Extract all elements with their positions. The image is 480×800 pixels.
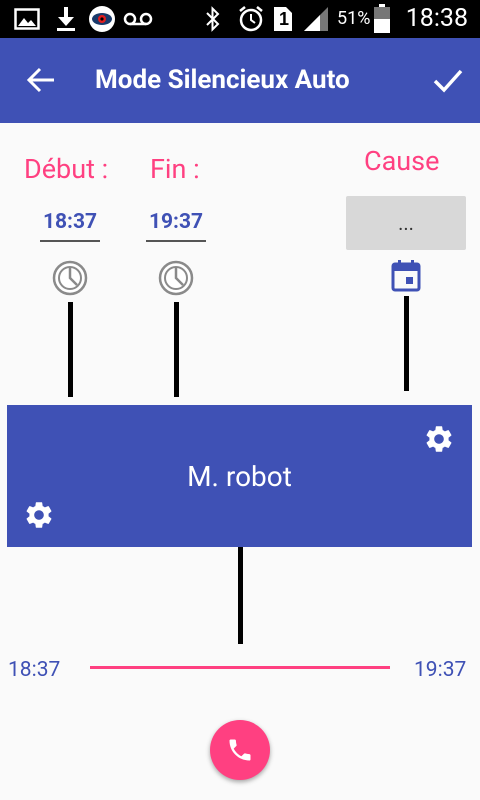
gear-icon[interactable] [23, 499, 55, 531]
download-icon [57, 7, 75, 31]
cause-button[interactable]: ... [346, 196, 466, 250]
cause-label: Cause [364, 145, 440, 177]
signal-icon [304, 7, 328, 31]
image-icon [14, 8, 40, 30]
call-button[interactable] [210, 720, 270, 780]
battery-percent: 51% [337, 8, 371, 29]
eye-icon [89, 6, 115, 32]
alarm-icon [239, 6, 263, 32]
robot-name: M. robot [187, 460, 292, 493]
sim-slot-number: 1 [279, 9, 290, 29]
start-time-field[interactable]: 18:37 [40, 204, 100, 242]
timeline-bar [90, 666, 390, 669]
start-label: Début : [24, 153, 109, 185]
start-connector-line [68, 302, 73, 397]
timeline-start-time: 18:37 [8, 658, 61, 682]
end-label: Fin : [150, 153, 200, 185]
battery-icon [374, 4, 390, 33]
end-connector-line [174, 302, 179, 397]
back-arrow-icon[interactable] [22, 60, 62, 100]
voicemail-icon [123, 12, 153, 26]
status-bar: 1 51% 18:38 [0, 0, 480, 38]
phone-icon [229, 739, 251, 761]
page-title: Mode Silencieux Auto [95, 65, 350, 95]
gear-icon[interactable] [423, 423, 455, 455]
end-clock-icon[interactable] [158, 260, 194, 296]
calendar-icon[interactable] [391, 260, 421, 292]
end-time-field[interactable]: 19:37 [146, 204, 206, 242]
clock-time: 18:38 [405, 4, 468, 33]
robot-card[interactable]: M. robot [7, 405, 472, 547]
check-icon[interactable] [428, 60, 468, 100]
sim-icon [274, 7, 292, 31]
start-clock-icon[interactable] [52, 260, 88, 296]
cause-connector-line [404, 296, 409, 391]
robot-connector-line [238, 547, 243, 644]
timeline-end-time: 19:37 [414, 658, 467, 682]
app-bar: Mode Silencieux Auto [0, 38, 480, 123]
bluetooth-icon [206, 6, 220, 32]
